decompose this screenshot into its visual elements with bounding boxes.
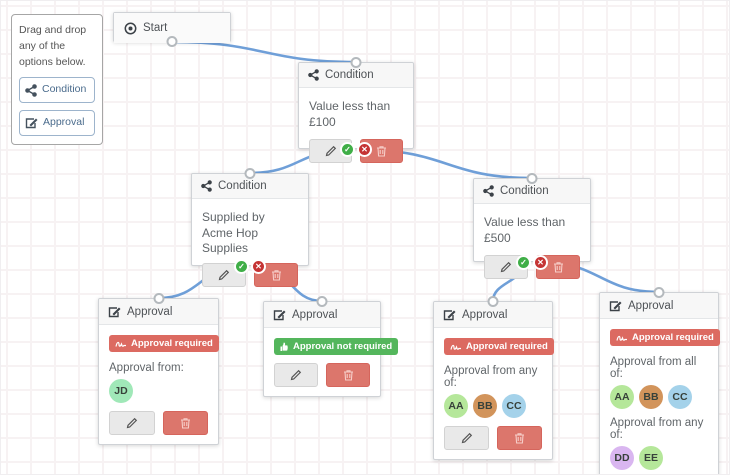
- connector-endpoint[interactable]: [487, 296, 499, 307]
- pencil-icon: [218, 269, 230, 281]
- palette-instructions: Drag and drop any of the options below.: [19, 24, 87, 68]
- node-approval-4[interactable]: Approval Approval required Approval from…: [599, 287, 720, 474]
- signature-box-icon: [25, 116, 38, 129]
- signature-box-icon: [443, 308, 456, 321]
- connector-endpoint[interactable]: [526, 173, 538, 184]
- signature-box-icon: [108, 305, 121, 318]
- share-icon: [483, 185, 494, 197]
- trash-icon: [514, 432, 525, 444]
- avatar: AA: [610, 385, 634, 409]
- approval-status-badge: Approval required: [109, 335, 219, 352]
- pencil-icon: [126, 417, 138, 429]
- node-condition-1[interactable]: Condition Value less than £100 ✓ ✕: [298, 57, 414, 164]
- avatar: CC: [502, 394, 526, 418]
- approvers-label: Approval from all of:: [610, 356, 697, 380]
- node-title: Approval: [292, 308, 338, 321]
- palette-item-label: Condition: [42, 83, 87, 96]
- pencil-icon: [500, 261, 512, 273]
- edit-button[interactable]: [444, 426, 489, 450]
- palette-item-label: Approval: [43, 116, 85, 128]
- node-title: Condition: [218, 180, 267, 192]
- avatar: AA: [444, 394, 468, 418]
- signature-icon: [450, 343, 462, 351]
- node-approval-1[interactable]: Approval Approval required Approval from…: [98, 293, 219, 445]
- palette: Drag and drop any of the options below. …: [11, 14, 103, 145]
- avatar: CC: [668, 385, 692, 409]
- node-title: Condition: [325, 69, 374, 81]
- node-title: Approval: [462, 308, 508, 321]
- pencil-icon: [461, 432, 473, 444]
- trash-icon: [180, 417, 191, 429]
- thumbs-up-icon: [280, 342, 289, 352]
- branch-no-endpoint[interactable]: ✕: [533, 255, 548, 270]
- palette-item-condition[interactable]: Condition: [19, 77, 95, 103]
- connector-endpoint[interactable]: [166, 36, 178, 47]
- delete-button[interactable]: [497, 426, 542, 450]
- connector-endpoint[interactable]: [653, 287, 665, 298]
- share-icon: [25, 83, 37, 97]
- approval-status-badge: Approval not required: [274, 338, 399, 355]
- approvers-label: Approval from:: [109, 362, 184, 374]
- branch-yes-endpoint[interactable]: ✓: [234, 259, 249, 274]
- node-condition-3[interactable]: Condition Value less than £500 ✓ ✕: [473, 173, 591, 280]
- avatar: BB: [639, 385, 663, 409]
- delete-button[interactable]: [162, 411, 208, 435]
- avatar: DD: [610, 446, 634, 470]
- avatar: BB: [473, 394, 497, 418]
- signature-icon: [115, 340, 127, 348]
- delete-button[interactable]: [326, 363, 370, 387]
- approvers-label: Approval from any of:: [610, 417, 704, 441]
- connector-endpoint[interactable]: [350, 57, 362, 68]
- pencil-icon: [325, 145, 337, 157]
- node-approval-2[interactable]: Approval Approval not required: [263, 296, 399, 397]
- edit-button[interactable]: [109, 411, 155, 435]
- branch-yes-endpoint[interactable]: ✓: [516, 255, 531, 270]
- avatar: EE: [639, 446, 663, 470]
- signature-icon: [616, 334, 628, 342]
- condition-text: Value less than £100: [309, 99, 391, 129]
- node-title: Start: [143, 22, 168, 34]
- approval-status-badge: Approval required: [444, 338, 554, 355]
- start-icon: [124, 22, 137, 35]
- node-condition-2[interactable]: Condition Supplied by Acme Hop Supplies …: [191, 168, 309, 287]
- connector-endpoint[interactable]: [244, 168, 256, 179]
- condition-text: Supplied by Acme Hop Supplies: [202, 210, 265, 256]
- signature-box-icon: [609, 299, 622, 312]
- edge-start-cond1: [170, 40, 358, 64]
- node-approval-3[interactable]: Approval Approval required Approval from…: [433, 296, 554, 460]
- branch-no-endpoint[interactable]: ✕: [251, 259, 266, 274]
- share-icon: [308, 69, 319, 81]
- signature-box-icon: [273, 308, 286, 321]
- edit-button[interactable]: [202, 262, 246, 287]
- node-title: Approval: [628, 299, 674, 312]
- branch-no-endpoint[interactable]: ✕: [357, 142, 372, 157]
- trash-icon: [343, 369, 354, 381]
- avatar: JD: [109, 379, 133, 403]
- trash-icon: [271, 269, 282, 281]
- share-icon: [201, 180, 212, 192]
- connector-endpoint[interactable]: [316, 296, 328, 307]
- pencil-icon: [290, 369, 302, 381]
- branch-yes-endpoint[interactable]: ✓: [340, 142, 355, 157]
- node-start[interactable]: Start: [113, 12, 231, 47]
- connector-endpoint[interactable]: [153, 293, 164, 304]
- edit-button[interactable]: [274, 363, 318, 387]
- trash-icon: [553, 261, 564, 273]
- approvers-label: Approval from any of:: [444, 365, 538, 389]
- approval-status-badge: Approval required: [610, 329, 720, 346]
- condition-text: Value less than £500: [484, 215, 566, 245]
- node-title: Approval: [127, 305, 173, 318]
- trash-icon: [376, 145, 387, 157]
- node-title: Condition: [500, 185, 549, 197]
- palette-item-approval[interactable]: Approval: [19, 110, 95, 136]
